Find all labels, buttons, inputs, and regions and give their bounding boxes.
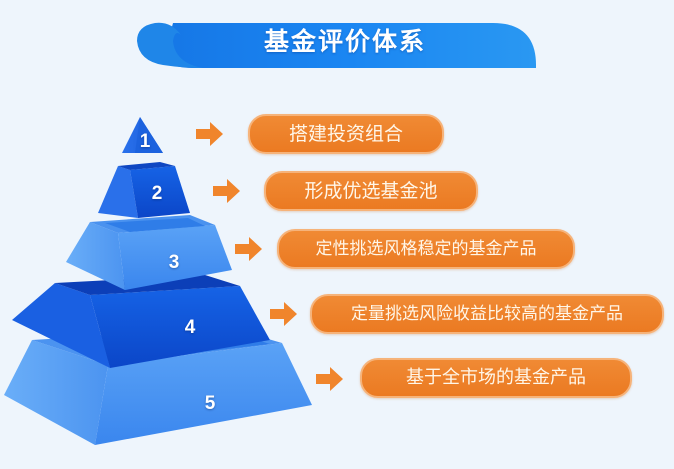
- tier-4-label: 定量挑选风险收益比较高的基金产品: [310, 294, 664, 334]
- tier-1-number: 1: [139, 131, 151, 152]
- orange-right-arrow-icon: [316, 367, 343, 391]
- tier-3-label: 定性挑选风格稳定的基金产品: [277, 229, 575, 269]
- banner-shape-icon: [137, 22, 536, 68]
- tier-5-number: 5: [204, 393, 216, 414]
- pyramid-tier-3: [66, 215, 232, 290]
- title-banner: 基金评价体系: [133, 15, 539, 69]
- orange-right-arrow-icon: [270, 302, 297, 326]
- tier-2-label: 形成优选基金池: [264, 171, 478, 211]
- orange-right-arrow-icon: [235, 237, 262, 261]
- orange-right-arrow-icon: [213, 179, 240, 203]
- orange-right-arrow-icon: [196, 122, 223, 146]
- pyramid-tier-2: [98, 162, 190, 218]
- tier-3-number: 3: [168, 252, 180, 273]
- tier-1-label: 搭建投资组合: [248, 114, 444, 154]
- pyramid-tier-1: [122, 117, 163, 153]
- tier-2-number: 2: [151, 183, 163, 204]
- page-title: 基金评价体系: [263, 27, 426, 56]
- tier-5-label: 基于全市场的基金产品: [360, 358, 632, 398]
- tier-4-number: 4: [184, 317, 196, 338]
